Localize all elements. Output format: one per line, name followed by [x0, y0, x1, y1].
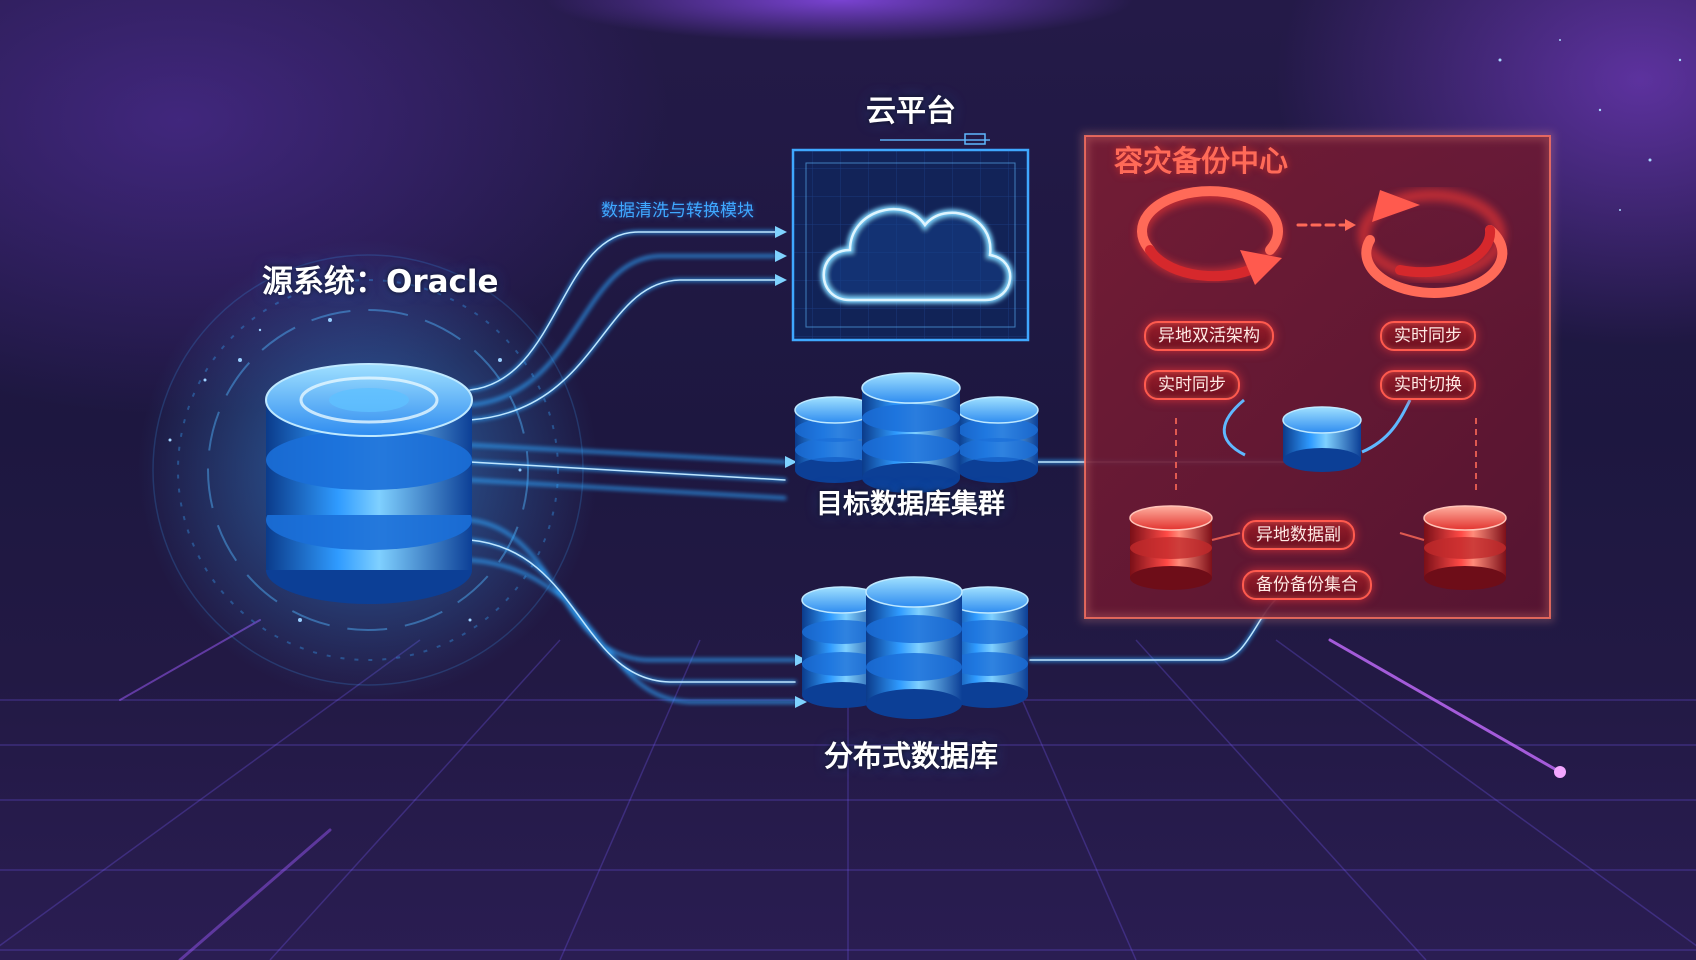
cloud-icon [820, 205, 1014, 304]
dr-red-database-icon [1129, 505, 1213, 590]
etl-module-label: 数据清洗与转换模块 [601, 201, 754, 221]
dr-blue-database-icon [1222, 398, 1412, 472]
dr-tag-realtime-switch: 实时切换 [1380, 370, 1476, 400]
distributed-database-label: 分布式数据库 [824, 739, 999, 773]
sync-cycle-icon [1136, 186, 1508, 298]
distributed-database-icon [801, 576, 1029, 719]
dr-tag-backup-set: 备份备份集合 [1242, 570, 1372, 600]
flow-lines [468, 226, 1302, 708]
dr-tag-realtime-sync-left: 实时同步 [1144, 370, 1240, 400]
dr-tag-active-active: 异地双活架构 [1144, 321, 1274, 351]
dr-red-database-icon-2 [1423, 505, 1507, 590]
source-system-label: 源系统：Oracle [262, 264, 499, 300]
dr-center-title: 容灾备份中心 [1114, 144, 1289, 178]
target-cluster-icon [794, 372, 1039, 493]
dr-tag-remote-replica: 异地数据副 [1242, 520, 1355, 550]
source-database-icon [265, 363, 473, 604]
dr-tag-realtime-sync-right: 实时同步 [1380, 321, 1476, 351]
cloud-platform-label: 云平台 [866, 94, 956, 129]
target-cluster-label: 目标数据库集群 [816, 489, 1005, 520]
cloud-platform-panel [791, 133, 1030, 342]
